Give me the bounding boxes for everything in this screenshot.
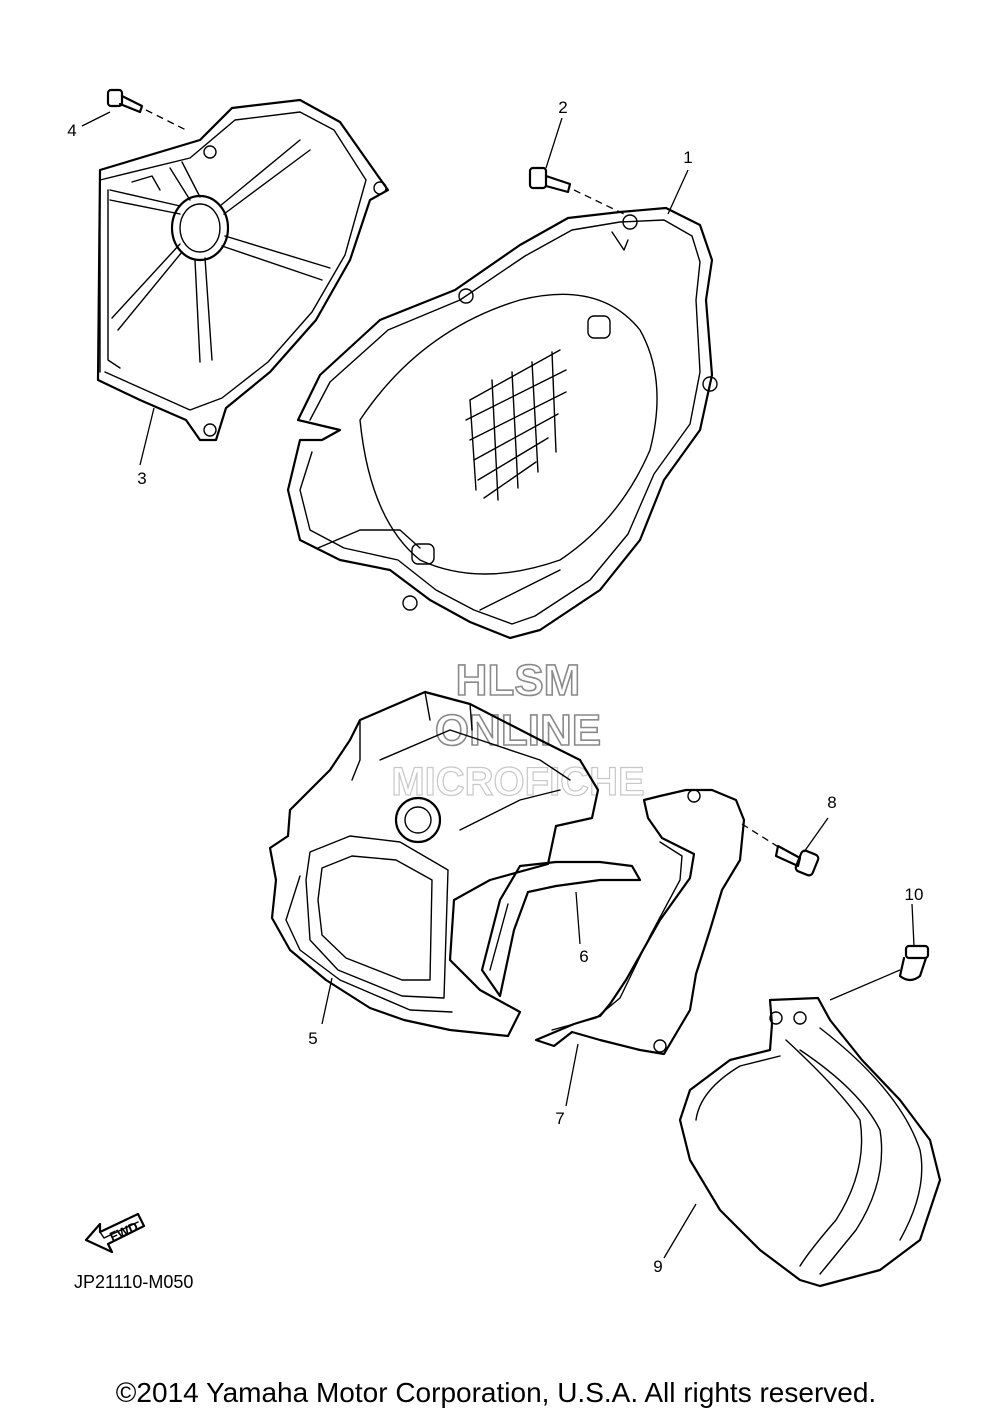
part-3-inner-cover (96, 98, 390, 442)
callout-6: 6 (579, 947, 588, 966)
part-9-guard (678, 996, 942, 1288)
callout-4: 4 (67, 121, 76, 140)
callout-8: 8 (827, 793, 836, 812)
fwd-badge-label: FWD (107, 1219, 140, 1245)
part-4-screw (106, 88, 187, 131)
watermark-line-1: HLSM (456, 656, 581, 705)
watermark-line-2: ONLINE (435, 706, 601, 755)
part-2-bolt (528, 166, 625, 215)
callout-2: 2 (558, 98, 567, 117)
forward-arrow-icon: FWD (84, 1212, 146, 1254)
part-1-outer-cover (286, 206, 718, 640)
callout-1: 1 (683, 148, 692, 167)
leader-lines (81, 111, 915, 1259)
copyright-notice: ©2014 Yamaha Motor Corporation, U.S.A. A… (116, 1377, 876, 1408)
callout-5: 5 (308, 1029, 317, 1048)
part-6-strip (480, 860, 642, 998)
callout-9: 9 (653, 1257, 662, 1276)
part-1-grille (465, 349, 567, 501)
callout-7: 7 (555, 1109, 564, 1128)
watermark-line-3: MICROFICHE (391, 760, 644, 804)
part-8-bolt (741, 823, 820, 877)
diagram-code: JP21110-M050 (74, 1272, 193, 1292)
watermark: HLSM ONLINE MICROFICHE (391, 655, 646, 804)
callout-10: 10 (905, 885, 924, 904)
callout-3: 3 (137, 469, 146, 488)
part-10-clip (898, 944, 930, 982)
part-5-lower-cover (268, 690, 600, 1038)
callouts: 1 2 3 4 5 6 7 8 9 10 (67, 98, 923, 1276)
part-7-bracket (534, 788, 746, 1056)
